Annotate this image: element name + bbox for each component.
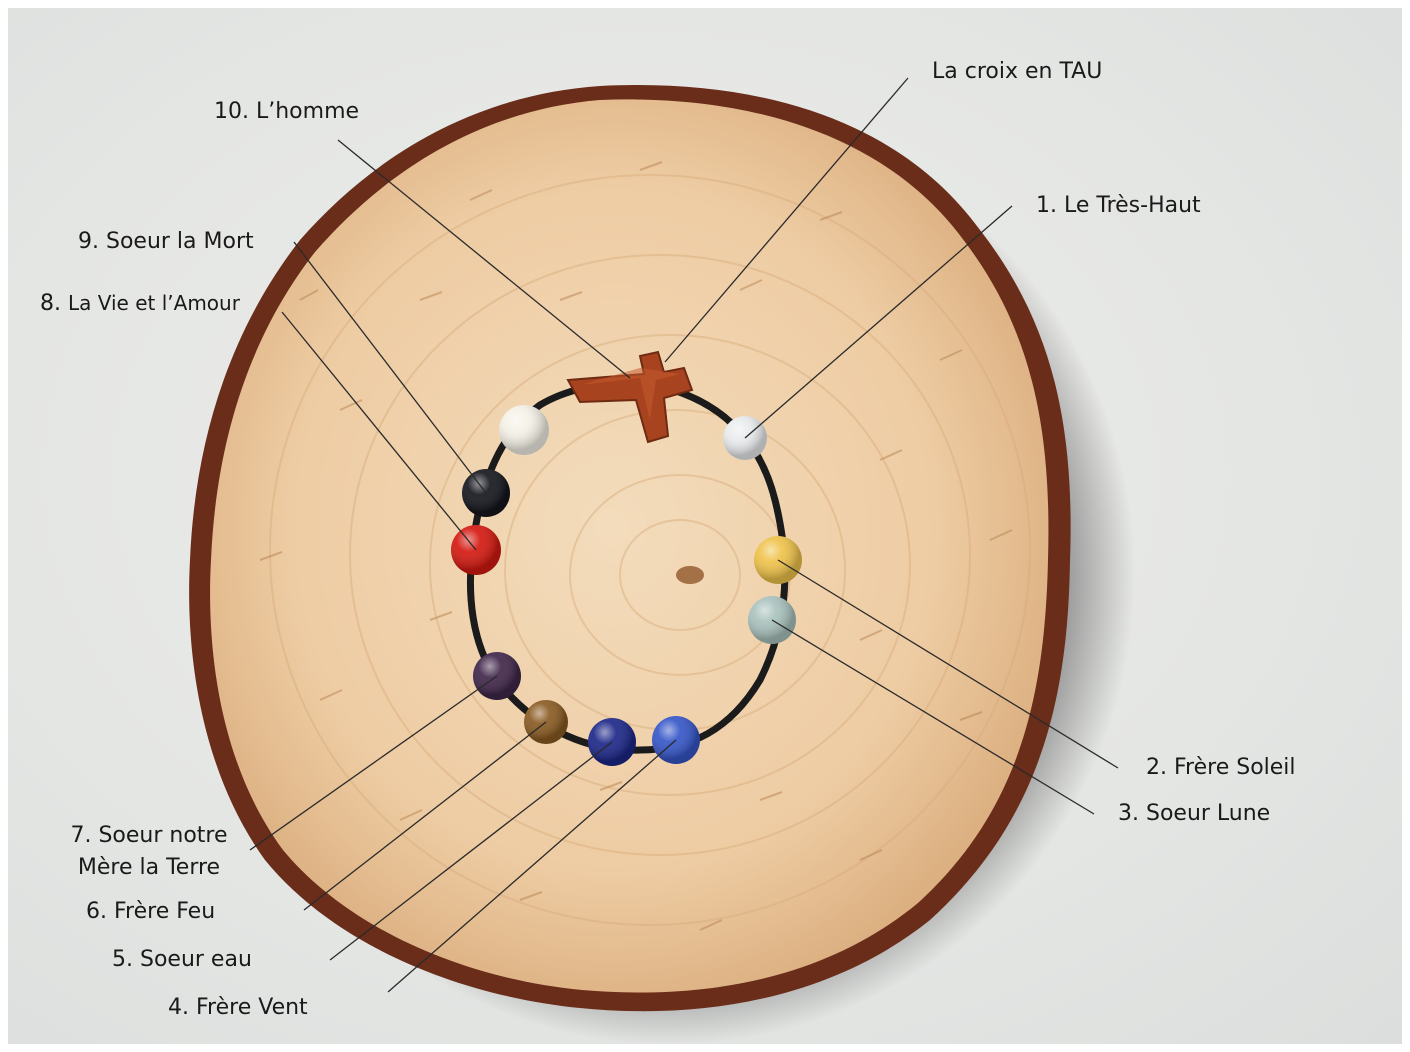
- label-frere-soleil: 2. Frère Soleil: [1146, 752, 1296, 784]
- label-soeur-terre-line2: Mère la Terre: [58, 852, 240, 884]
- wood-knot: [676, 566, 704, 584]
- label-vie-amour-text: La Vie et l’Amour: [68, 291, 240, 315]
- label-tau-cross: La croix en TAU: [932, 56, 1102, 88]
- label-homme: 10. L’homme: [214, 96, 359, 128]
- label-vie-amour: 8. La Vie et l’Amour: [40, 288, 240, 320]
- label-vie-amour-number: 8.: [40, 291, 61, 316]
- label-tres-haut: 1. Le Très-Haut: [1036, 190, 1201, 222]
- label-soeur-lune: 3. Soeur Lune: [1118, 798, 1270, 830]
- label-soeur-terre-line1: 7. Soeur notre: [58, 820, 240, 852]
- label-soeur-terre: 7. Soeur notre Mère la Terre: [58, 820, 240, 884]
- label-frere-feu: 6. Frère Feu: [86, 896, 215, 928]
- label-frere-vent: 4. Frère Vent: [168, 992, 308, 1024]
- label-soeur-mort: 9. Soeur la Mort: [78, 226, 254, 258]
- label-soeur-eau: 5. Soeur eau: [112, 944, 252, 976]
